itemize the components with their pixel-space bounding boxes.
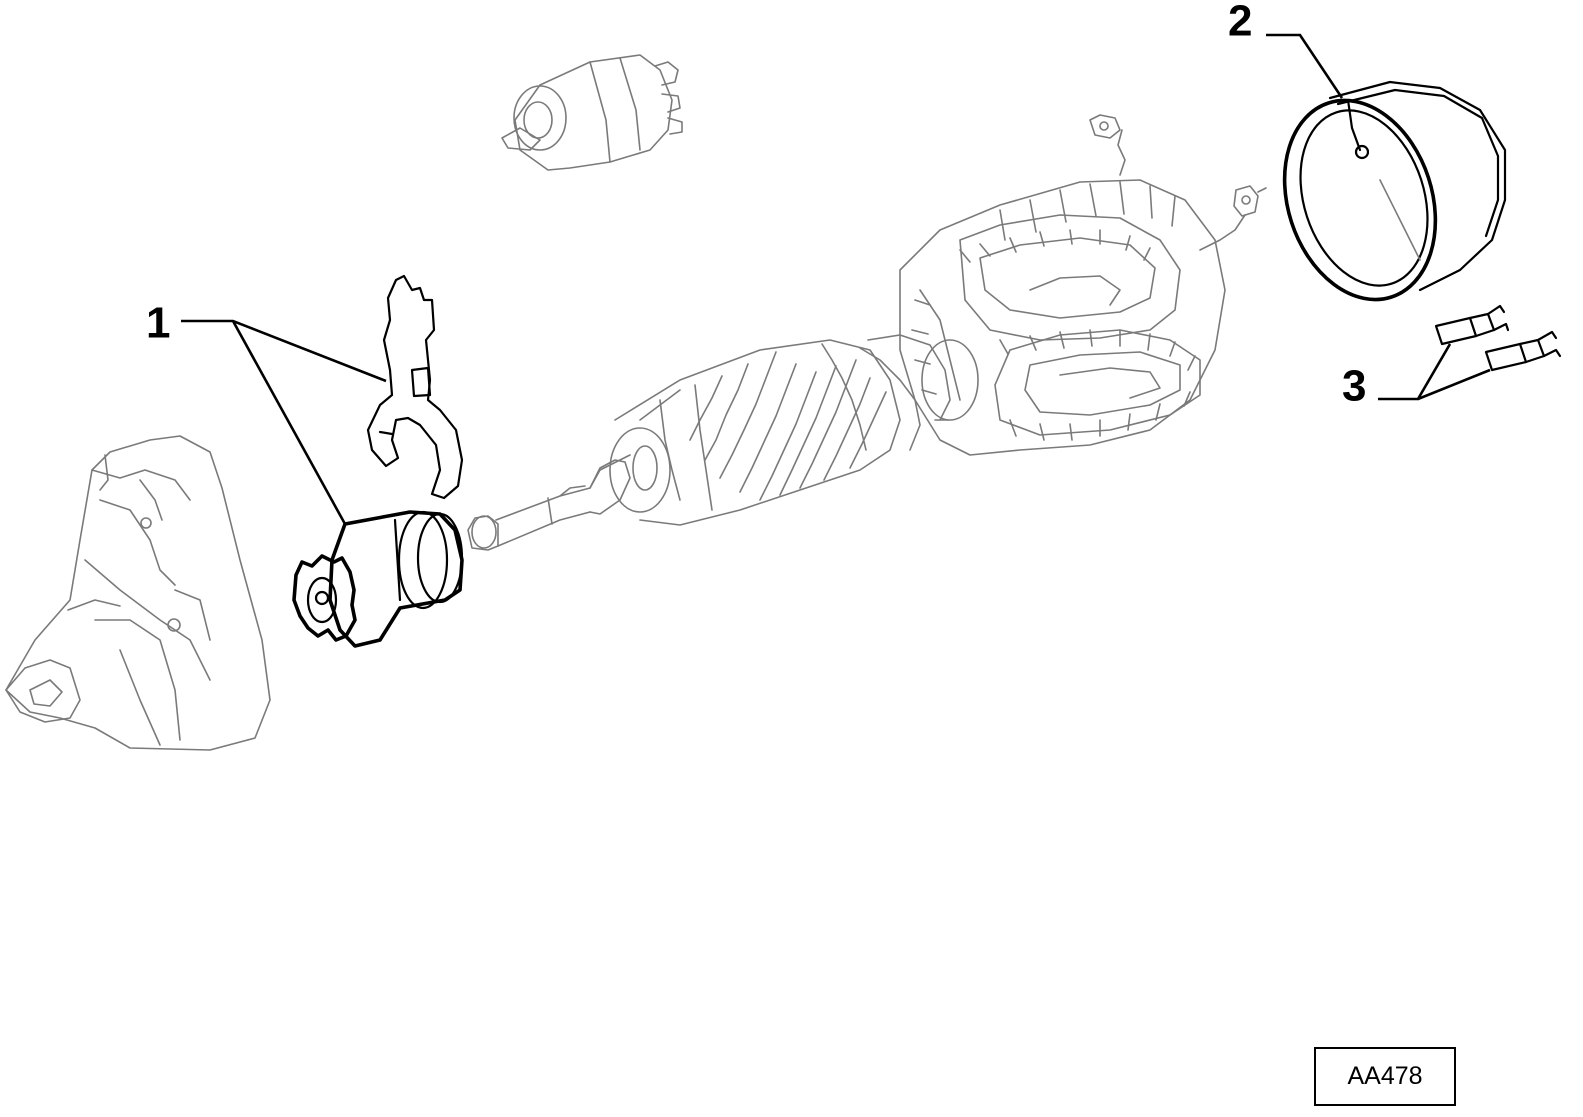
leader-part-1-gear bbox=[231, 320, 347, 525]
shift-fork bbox=[366, 274, 464, 500]
terminal-clips bbox=[1434, 304, 1562, 372]
leader-part-3-b bbox=[1417, 368, 1491, 401]
callout-part-3: 3 bbox=[1342, 362, 1366, 411]
leader-lines bbox=[181, 33, 1491, 525]
cover-band bbox=[1282, 80, 1507, 302]
leader-part-1-fork bbox=[181, 319, 387, 383]
pinion-drive-gear bbox=[292, 510, 464, 648]
callout-part-2: 2 bbox=[1228, 0, 1252, 46]
callout-part-1: 1 bbox=[146, 299, 170, 348]
leader-part-2 bbox=[1266, 33, 1344, 99]
field-coil-housing bbox=[899, 114, 1267, 456]
solenoid-switch bbox=[501, 54, 683, 171]
armature bbox=[467, 334, 979, 551]
drive-end-housing bbox=[5, 435, 271, 751]
diagram-reference-code: AA478 bbox=[1314, 1047, 1456, 1106]
